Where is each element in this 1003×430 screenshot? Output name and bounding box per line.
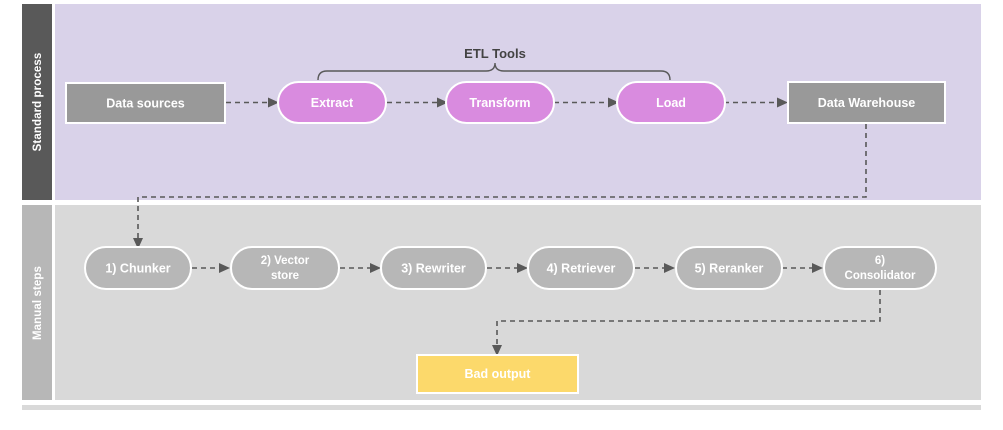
node-rewriter[interactable]: 3) Rewriter <box>380 246 487 290</box>
lane-standard-process-label: Standard process <box>32 53 44 152</box>
edge-load-to-data-warehouse <box>724 97 788 108</box>
node-chunker-label: 1) Chunker <box>105 261 170 275</box>
node-bad-output[interactable]: Bad output <box>416 354 579 394</box>
edge-extract-to-transform <box>387 97 448 108</box>
node-rewriter-label: 3) Rewriter <box>401 261 466 275</box>
node-consolidator[interactable]: 6) Consolidator <box>823 246 937 290</box>
etl-tools-bracket-path <box>317 62 671 81</box>
node-reranker[interactable]: 5) Reranker <box>675 246 783 290</box>
node-vector-store-label-line2: store <box>271 270 299 282</box>
footer-separator <box>22 405 981 410</box>
edge-transform-to-load <box>554 97 619 108</box>
lane-standard-process-header <box>22 4 52 200</box>
node-transform[interactable]: Transform <box>445 81 555 124</box>
node-load[interactable]: Load <box>616 81 726 124</box>
etl-tools-bracket-label: ETL Tools <box>464 46 526 61</box>
edge-chunker-to-vector-store <box>192 263 230 273</box>
edge-rewriter-to-retriever <box>487 263 528 273</box>
node-load-label: Load <box>656 96 686 110</box>
node-consolidator-label-line2: Consolidator <box>845 270 916 282</box>
node-consolidator-label-line1: 6) <box>875 255 885 267</box>
node-bad-output-label: Bad output <box>465 367 532 381</box>
node-data-sources-label: Data sources <box>106 96 185 110</box>
node-data-warehouse-label: Data Warehouse <box>818 96 916 110</box>
lane-manual-steps-label: Manual steps <box>32 266 44 340</box>
node-retriever[interactable]: 4) Retriever <box>527 246 635 290</box>
node-transform-label: Transform <box>469 96 530 110</box>
node-extract-label: Extract <box>311 96 354 110</box>
etl-tools-bracket: ETL Tools <box>317 46 671 81</box>
node-chunker[interactable]: 1) Chunker <box>84 246 192 290</box>
node-vector-store-label-line1: 2) Vector <box>261 255 310 267</box>
node-reranker-label: 5) Reranker <box>695 261 764 275</box>
node-data-sources[interactable]: Data sources <box>65 82 226 124</box>
node-retriever-label: 4) Retriever <box>547 261 616 275</box>
node-extract[interactable]: Extract <box>277 81 387 124</box>
node-vector-store[interactable]: 2) Vector store <box>230 246 340 290</box>
edge-reranker-to-consolidator <box>782 263 823 273</box>
node-data-warehouse[interactable]: Data Warehouse <box>787 81 946 124</box>
lane-manual-steps-header <box>22 205 52 400</box>
edge-consolidator-to-bad-output <box>492 290 881 356</box>
edge-data-sources-to-extract <box>226 97 279 108</box>
edge-data-warehouse-to-chunker <box>133 124 867 249</box>
edge-vector-store-to-rewriter <box>340 263 381 273</box>
edge-retriever-to-reranker <box>635 263 675 273</box>
